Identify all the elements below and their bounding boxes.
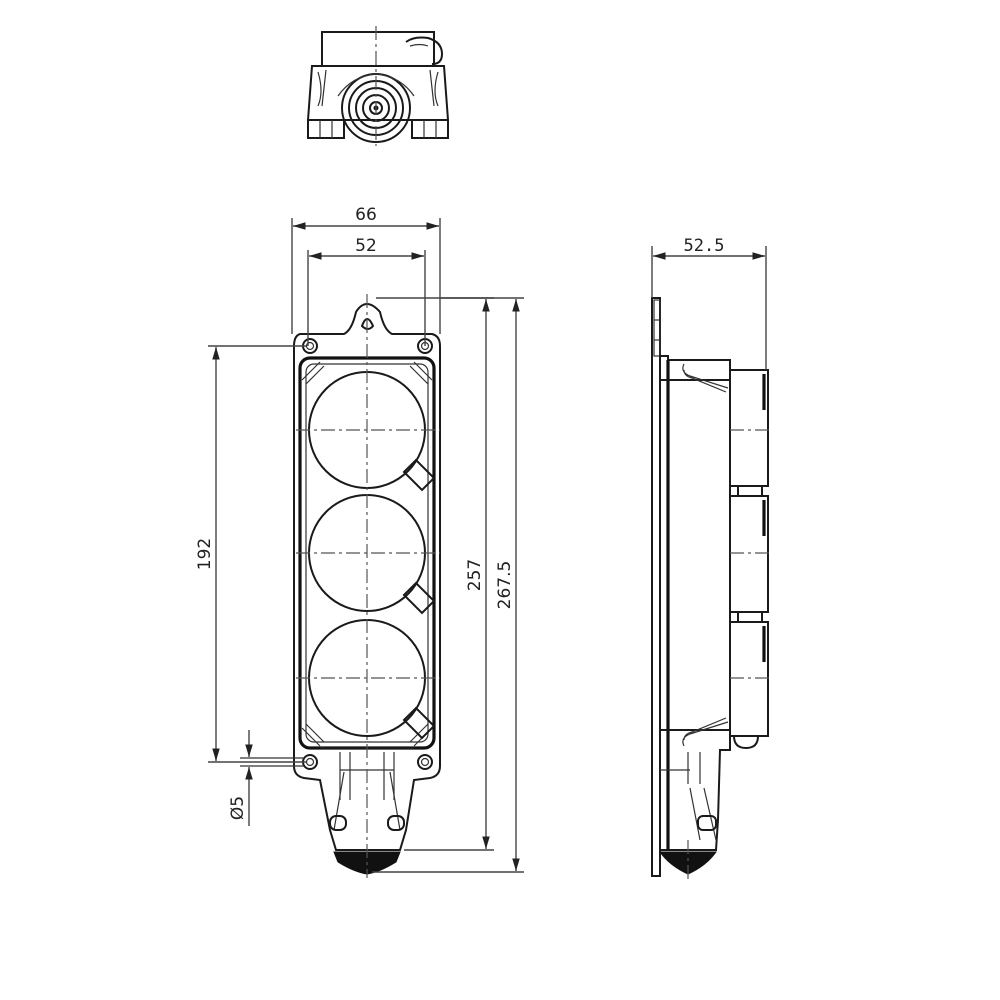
top-view <box>306 26 450 146</box>
dimension-hole-diameter: Ø5 <box>228 730 304 826</box>
dim-label-257: 257 <box>465 559 485 591</box>
side-socket-module-2 <box>729 495 769 613</box>
side-socket-module-3 <box>729 621 769 737</box>
dim-label-192: 192 <box>195 538 215 570</box>
front-view <box>293 294 441 878</box>
dimension-width-66: 66 <box>291 205 441 334</box>
socket-3-icon <box>308 619 436 740</box>
dim-label-52-5: 52.5 <box>684 236 725 256</box>
side-socket-module-1 <box>729 369 769 487</box>
dim-label-267-5: 267.5 <box>495 561 515 610</box>
dimension-height-192: 192 <box>195 345 306 763</box>
socket-2-icon <box>308 494 436 615</box>
dim-label-66: 66 <box>355 205 377 225</box>
dim-label-diameter-5: Ø5 <box>228 796 248 820</box>
socket-1-icon <box>308 371 436 492</box>
side-view <box>651 297 770 880</box>
dim-label-52: 52 <box>355 236 377 256</box>
dimension-height-257: 257 <box>376 297 494 851</box>
dimension-depth-52-5: 52.5 <box>651 236 767 370</box>
dimension-height-267-5: 267.5 <box>372 297 524 873</box>
